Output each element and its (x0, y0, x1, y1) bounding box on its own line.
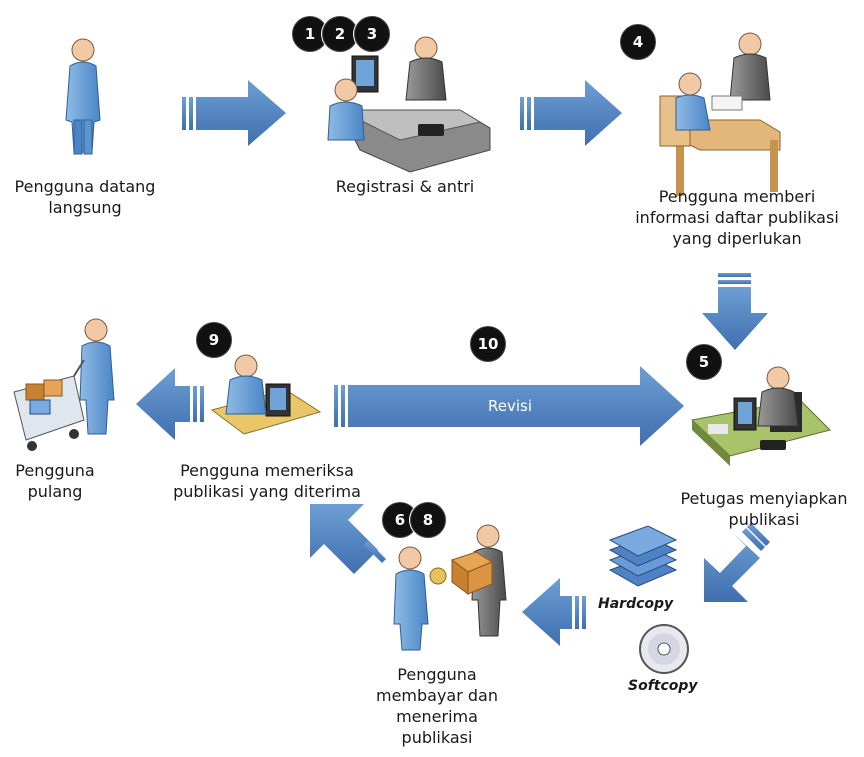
arrow-revisi (334, 366, 684, 446)
softcopy-disc-icon (639, 624, 689, 674)
registration-desk-icon (327, 36, 491, 173)
arrow-2-to-3 (520, 80, 622, 146)
arrow-softcopy-to-5 (522, 578, 586, 646)
arrow-3-to-4 (702, 273, 768, 350)
label-pengguna-datang: Pengguna datang langsung (14, 177, 156, 217)
step-badge-10: 10 (470, 326, 506, 362)
consultation-icon (659, 32, 781, 196)
step-badge-2: 2 (322, 16, 358, 52)
step-badge-8: 8 (410, 502, 446, 538)
label-memberi-informasi: Pengguna memberi informasi daftar publik… (635, 187, 839, 248)
arrow-1-to-2 (182, 80, 286, 146)
person-arriving-icon (65, 38, 101, 155)
step-badge-3: 3 (354, 16, 390, 52)
hardcopy-stack-icon (608, 525, 678, 587)
arrow-6-to-7 (136, 368, 204, 440)
step-badge-4: 4 (620, 24, 656, 60)
label-pengguna-pulang: Pengguna pulang (15, 461, 95, 501)
person-with-cart-icon (13, 318, 115, 451)
arrow-4-to-hardcopy (704, 523, 770, 602)
payment-exchange-icon (393, 524, 507, 651)
label-revisi: Revisi (487, 397, 532, 415)
person-checking-icon (210, 354, 322, 435)
label-softcopy: Softcopy (628, 678, 698, 694)
label-registrasi: Registrasi & antri (335, 177, 475, 196)
officer-preparing-icon (690, 366, 831, 466)
step-badge-9: 9 (196, 322, 232, 358)
step-badge-5: 5 (686, 344, 722, 380)
label-petugas-menyiapkan: Petugas menyiapkan publikasi (680, 489, 848, 529)
arrow-5-to-6 (310, 504, 386, 574)
label-memeriksa-publikasi: Pengguna memeriksa publikasi yang diteri… (173, 461, 361, 501)
label-membayar-menerima: Pengguna membayar dan menerima publikasi (375, 665, 498, 747)
label-hardcopy: Hardcopy (598, 596, 674, 612)
